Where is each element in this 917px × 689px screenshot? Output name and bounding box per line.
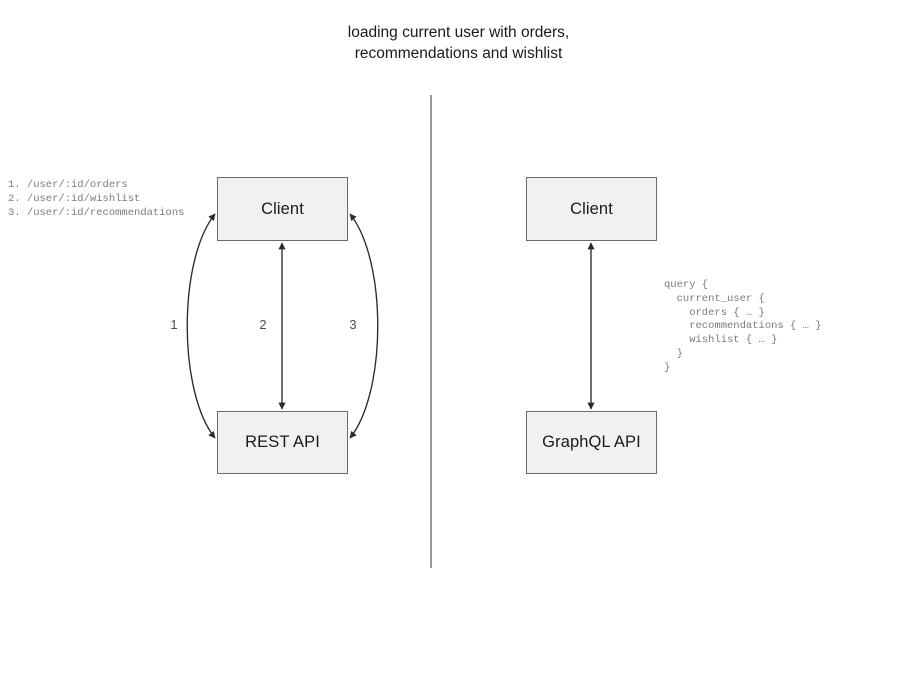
edge-label-1: 1 [170, 317, 178, 332]
node-rest-client[interactable]: Client [217, 177, 348, 241]
edge-label-3: 3 [349, 317, 357, 332]
rest-edge-1 [186, 213, 216, 439]
node-graphql-client-label: Client [570, 199, 613, 218]
edge-label-2: 2 [259, 317, 267, 332]
node-rest-api[interactable]: REST API [217, 411, 348, 474]
rest-edge-3 [349, 213, 379, 439]
node-rest-client-label: Client [261, 199, 304, 218]
node-graphql-api-label: GraphQL API [542, 433, 641, 451]
node-rest-api-label: REST API [245, 433, 320, 451]
node-graphql-api[interactable]: GraphQL API [526, 411, 657, 474]
node-graphql-client[interactable]: Client [526, 177, 657, 241]
page-title: loading current user with orders, recomm… [347, 24, 570, 62]
rest-endpoint-list: 1. /user/:id/orders 2. /user/:id/wishlis… [8, 179, 185, 219]
graphql-query-snippet: query { current_user { orders { … } reco… [664, 279, 822, 374]
